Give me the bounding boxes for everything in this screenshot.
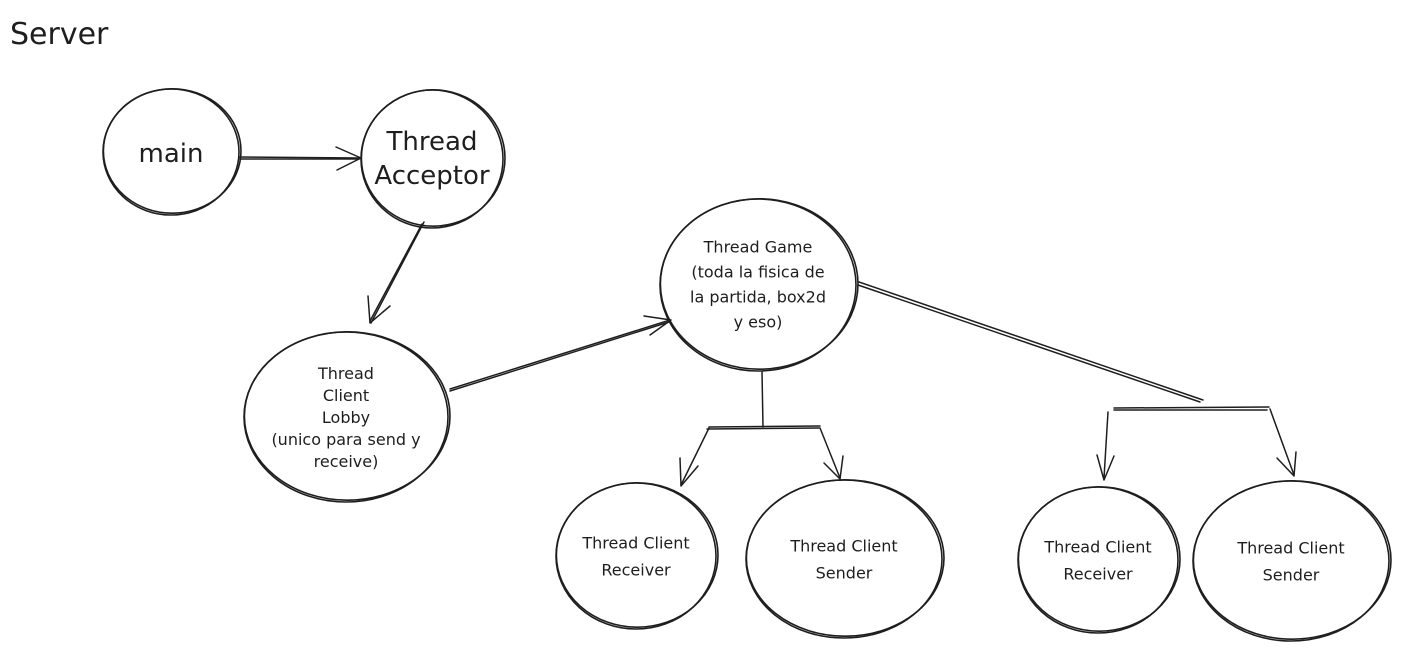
- node-outline: [1192, 479, 1392, 640]
- node-main[interactable]: main: [102, 88, 242, 216]
- edge-main-to-acceptor: [239, 146, 362, 171]
- edge-game-to-client-pair-2: [857, 281, 1297, 481]
- node-label-line: la partida, box2d: [690, 288, 826, 307]
- node-label-line: y eso): [734, 313, 783, 332]
- node-label-line: Thread Client: [581, 534, 689, 553]
- edge-acceptor-to-lobby: [367, 221, 425, 324]
- node-label-line: Thread: [386, 127, 478, 157]
- node-label-line: Sender: [1263, 566, 1320, 585]
- node-outline: [745, 478, 945, 637]
- node-label-line: receive): [314, 452, 379, 471]
- node-outline: [360, 89, 506, 227]
- node-label-line: Thread Game: [703, 238, 813, 257]
- node-label-line: Client: [323, 386, 369, 405]
- node-outline: [243, 330, 451, 501]
- edge-lobby-to-game: [449, 315, 672, 392]
- node-outline: [555, 481, 719, 628]
- node-label-line: Thread Client: [1236, 539, 1344, 558]
- diagram-title: Server: [10, 17, 109, 52]
- node-label-line: (toda la fisica de: [691, 263, 824, 282]
- node-label-line: Receiver: [1063, 565, 1133, 584]
- node-thread-game[interactable]: Thread Game (toda la fisica de la partida,…: [659, 198, 859, 372]
- node-label-line: Thread Client: [789, 537, 897, 556]
- node-label-line: main: [139, 139, 204, 169]
- node-outline: [102, 88, 242, 215]
- node-label-line: Thread: [317, 364, 374, 383]
- node-outline: [659, 198, 859, 370]
- node-label-line: Sender: [816, 564, 873, 583]
- node-label-line: Receiver: [601, 561, 671, 580]
- node-outline: [1017, 485, 1181, 632]
- node-label-line: Thread Client: [1043, 538, 1151, 557]
- edge-game-to-client-pair-1: [679, 371, 844, 487]
- node-label-line: Lobby: [322, 408, 370, 427]
- node-label-line: Acceptor: [374, 161, 490, 191]
- node-label-line: (unico para send y: [271, 430, 420, 449]
